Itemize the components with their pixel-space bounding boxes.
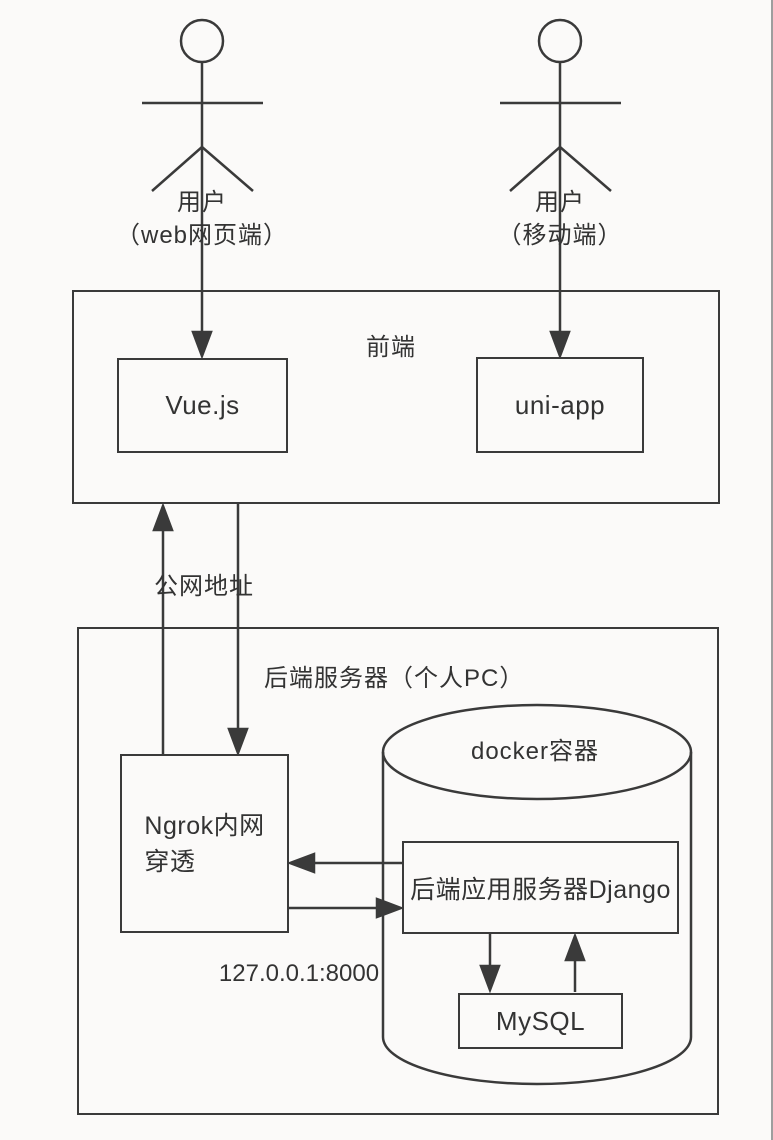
web-user-name: 用户 [177, 189, 227, 216]
django-box: 后端应用服务器Django [402, 841, 679, 934]
ngrok-box-label: Ngrok内网 穿透 [122, 756, 287, 931]
web-user-detail: （web网页端） [115, 222, 289, 249]
mobile-user-label: 用户 （移动端） [498, 186, 623, 252]
docker-container-label: docker容器 [470, 738, 600, 765]
local-address-label: 127.0.0.1:8000 [218, 960, 380, 987]
mobile-user-detail: （移动端） [497, 222, 623, 249]
mysql-box: MySQL [458, 993, 623, 1049]
django-box-label: 后端应用服务器Django [410, 875, 671, 904]
mobile-user-name: 用户 [535, 189, 585, 216]
uniapp-box-label: uni-app [514, 389, 606, 420]
vue-box: Vue.js [117, 358, 288, 453]
photo-right-edge [771, 0, 773, 1140]
backend-container-box [77, 627, 719, 1115]
frontend-container-box [72, 290, 720, 504]
mysql-box-label: MySQL [495, 1005, 586, 1036]
backend-title: 后端服务器（个人PC） [264, 665, 525, 692]
web-user-stick-figure-icon [142, 18, 263, 336]
ngrok-label-line1: Ngrok内网 [144, 811, 265, 840]
frontend-title: 前端 [366, 334, 416, 361]
ngrok-label-line2: 穿透 [144, 847, 196, 876]
mobile-user-stick-figure-icon [500, 18, 621, 336]
public-address-label: 公网地址 [154, 573, 254, 600]
vue-box-label: Vue.js [165, 390, 240, 420]
uniapp-box: uni-app [476, 357, 644, 453]
web-user-label: 用户 （web网页端） [116, 186, 288, 252]
ngrok-box: Ngrok内网 穿透 [120, 754, 289, 933]
